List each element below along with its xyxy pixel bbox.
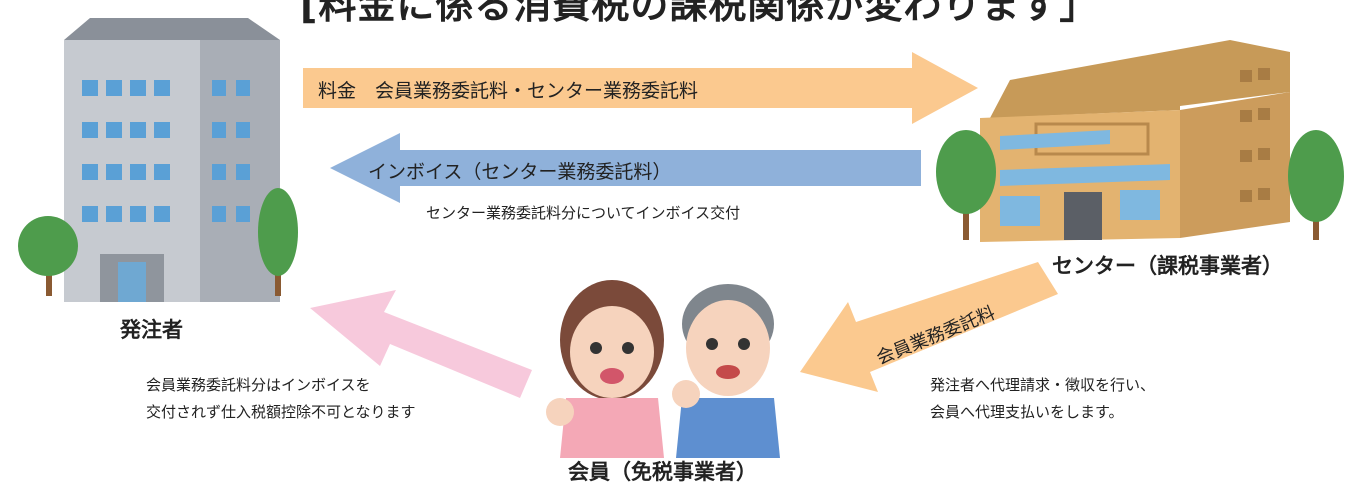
right-note-line-1: 発注者へ代理請求・徴収を行い、 [930, 376, 1156, 394]
center-trees-illustration [936, 130, 1344, 240]
invoice-arrow [330, 133, 921, 203]
member-label: 会員（免税事業者） [568, 460, 757, 484]
right-note-line-2: 会員へ代理支払いをします。 [930, 403, 1124, 421]
client-building-illustration [64, 18, 280, 302]
left-note: 会員業務委託料分はインボイスを 交付されず仕入税額控除不可となります [146, 372, 416, 426]
client-trees-illustration [18, 188, 298, 296]
fee-arrow [303, 52, 978, 124]
right-note: 発注者へ代理請求・徴収を行い、 会員へ代理支払いをします。 [930, 372, 1155, 426]
member-woman-illustration [546, 280, 664, 458]
left-note-line-2: 交付されず仕入税額控除不可となります [146, 403, 416, 421]
member-man-illustration [672, 284, 780, 458]
fee-arrow-label: 料金 会員業務委託料・センター業務委託料 [318, 80, 699, 102]
invoice-arrow-label: インボイス（センター業務委託料） [368, 161, 672, 183]
invoice-sub-label: センター業務委託料分についてインボイス交付 [426, 204, 741, 222]
center-label: センター（課税事業者） [1052, 254, 1283, 278]
diagram-title: [料金に係る消費税の課税関係が変わります」 [300, 0, 1099, 27]
member-fee-arrow [800, 262, 1058, 392]
client-label: 発注者 [120, 318, 183, 342]
left-note-line-1: 会員業務委託料分はインボイスを [146, 376, 371, 394]
center-building-illustration [980, 40, 1290, 242]
member-to-client-arrow [310, 290, 532, 398]
